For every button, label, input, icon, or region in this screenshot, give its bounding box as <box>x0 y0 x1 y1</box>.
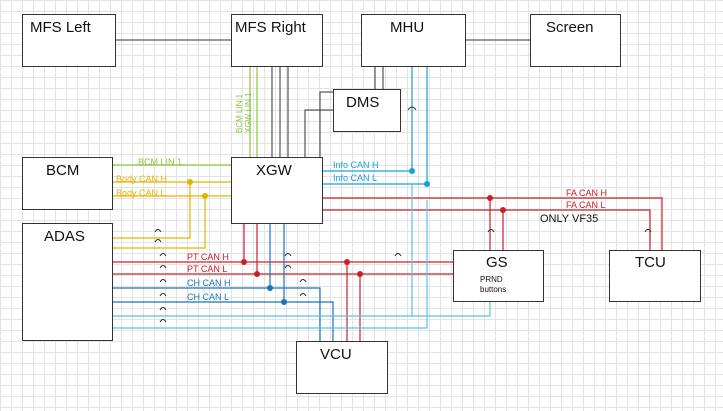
dms-box: DMS <box>333 89 401 132</box>
screen-label: Screen <box>546 19 594 36</box>
gs-box: GS PRND buttons <box>453 250 544 302</box>
xgw-label: XGW <box>256 162 292 179</box>
bcm-label: BCM <box>46 162 80 179</box>
xgw-lin-vertical-label: XGW LIN 1 <box>244 92 253 133</box>
fa-can-l-label: FA CAN L <box>566 200 606 210</box>
info-can-l-label: Info CAN L <box>333 173 378 183</box>
pt-can-h-label: PT CAN H <box>187 252 229 262</box>
tcu-label: TCU <box>635 254 666 271</box>
gs-sublabel: PRND buttons <box>480 275 507 294</box>
adas-box: ADAS <box>22 223 113 341</box>
bcm-lin-label: BCM LIN 1 <box>138 157 183 167</box>
gs-label: GS <box>486 254 508 271</box>
mfs-right-box: MFS Right <box>231 14 323 67</box>
screen-box: Screen <box>530 14 621 67</box>
fa-can-links <box>322 197 663 250</box>
vcu-box: VCU <box>296 341 388 394</box>
bcm-box: BCM <box>22 157 113 210</box>
ch-can-h-label: CH CAN H <box>187 278 231 288</box>
body-can-h-label: Body CAN H <box>116 174 168 184</box>
tcu-box: TCU <box>609 250 701 302</box>
body-can-l-label: Body CAN L <box>116 188 166 198</box>
dms-label: DMS <box>346 94 380 111</box>
vcu-label: VCU <box>320 346 352 363</box>
body-can-links <box>112 181 232 249</box>
fa-can-h-label: FA CAN H <box>566 188 608 198</box>
mfs-left-label: MFS Left <box>30 19 91 36</box>
mhu-label: MHU <box>390 19 425 36</box>
mfs-right-label: MFS Right <box>235 19 306 36</box>
black-links <box>115 39 530 160</box>
mhu-box: MHU <box>361 14 466 67</box>
mfs-left-box: MFS Left <box>22 14 116 67</box>
adas-label: ADAS <box>44 228 85 245</box>
info-can-h-label: Info CAN H <box>333 160 379 170</box>
lin-links <box>112 66 258 166</box>
bcm-lin-vertical-label: BCM LIN 1 <box>235 93 244 133</box>
ch-can-links <box>112 224 334 342</box>
pt-can-l-label: PT CAN L <box>187 264 228 274</box>
ch-can-l-label: CH CAN L <box>187 292 230 302</box>
crossing-marks <box>154 106 652 323</box>
junction-dots <box>187 168 506 305</box>
only-vf35-note: ONLY VF35 <box>540 213 599 225</box>
pt-can-links <box>112 224 453 342</box>
xgw-box: XGW <box>231 157 323 224</box>
